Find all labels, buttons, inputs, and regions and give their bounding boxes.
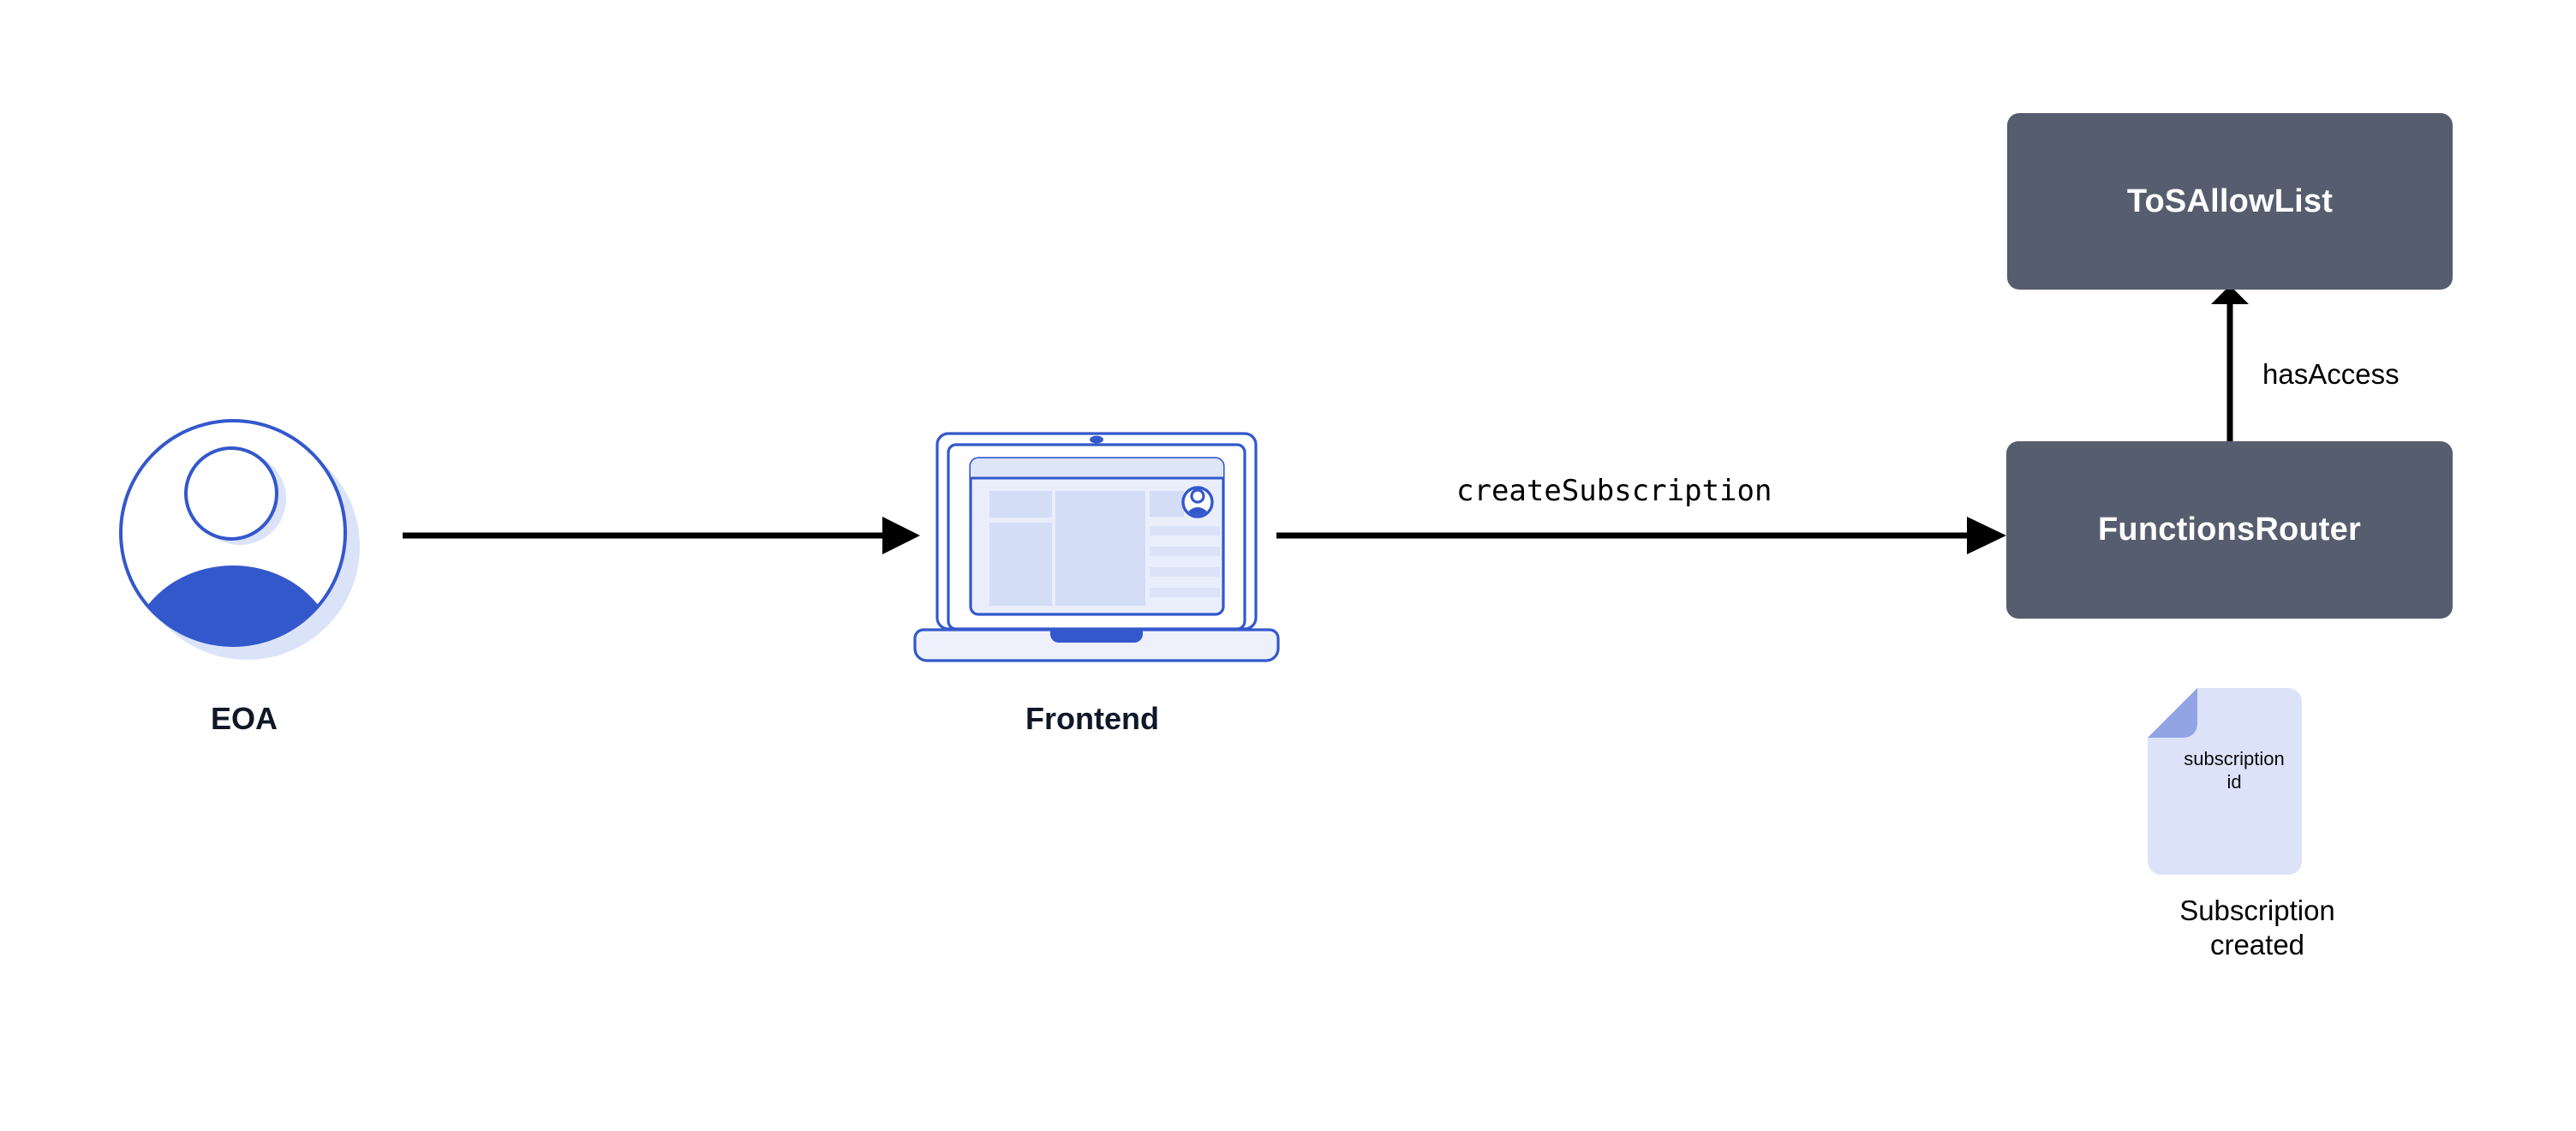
screen-user-avatar-icon: [1181, 486, 1214, 518]
document-icon: [2148, 688, 2302, 875]
user-avatar-icon: [119, 419, 360, 660]
node-label-tos-allowlist: ToSAllowList: [2126, 183, 2334, 219]
edge-label-has-access: hasAccess: [2262, 358, 2400, 390]
node-label-frontend: Frontend: [1025, 701, 1159, 736]
node-tos-allowlist[interactable]: ToSAllowList: [2007, 113, 2453, 290]
node-frontend[interactable]: [908, 420, 1285, 668]
edge-label-create-subscription: createSubscription: [1456, 474, 1772, 508]
node-caption-subscription-created: Subscription created: [2065, 894, 2450, 963]
node-subscription-document[interactable]: [2137, 681, 2326, 887]
edge-eoa-to-frontend: [403, 517, 920, 554]
node-functions-router[interactable]: FunctionsRouter: [2006, 441, 2453, 619]
node-label-functions-router: FunctionsRouter: [2098, 512, 2361, 548]
edge-functions-router-to-tos-allowlist: [2211, 285, 2249, 446]
subscription-created-line1: Subscription: [2179, 895, 2335, 926]
subscription-created-line2: created: [2209, 929, 2305, 961]
edge-frontend-to-functions-router: [1276, 517, 2006, 554]
laptop-icon: [913, 432, 1280, 662]
node-eoa[interactable]: [103, 403, 377, 677]
node-label-eoa: EOA: [210, 701, 278, 736]
